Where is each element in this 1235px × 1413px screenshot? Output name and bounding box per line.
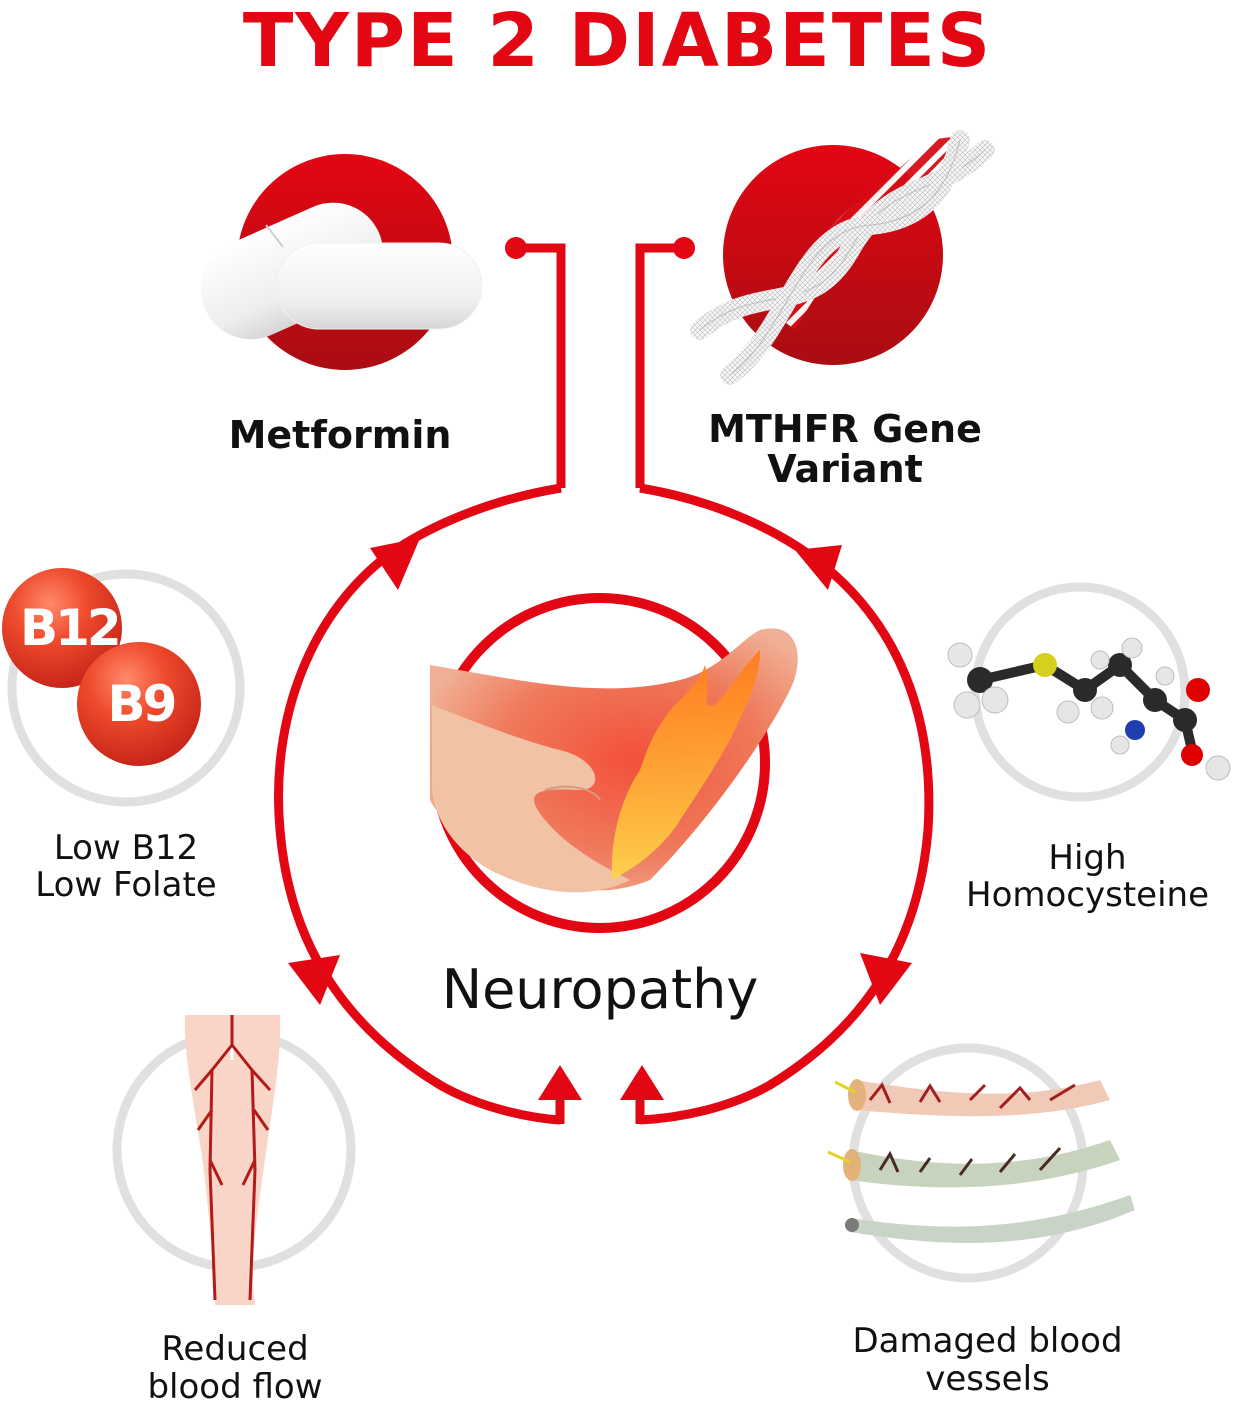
arrow-down-right-top: [795, 545, 842, 590]
pills-icon: [200, 154, 483, 370]
label-neuropathy: Neuropathy: [441, 958, 759, 1021]
arrow-up-right: [620, 1065, 664, 1100]
burning-foot-icon: [430, 593, 798, 933]
label-metformin: Metformin: [228, 413, 452, 457]
vitamin-b12-b9-icon: [2, 568, 245, 807]
label-damaged-blood-vessels: Damaged blood vessels: [852, 1321, 1123, 1400]
label-high-homocysteine: High Homocysteine: [966, 838, 1209, 915]
b9-badge: B9: [107, 675, 178, 733]
label-mthfr-gene-variant: MTHFR Gene Variant: [708, 407, 982, 491]
b12-badge: B12: [20, 599, 122, 657]
dna-icon: [690, 130, 995, 385]
connector-mthfr: [635, 237, 813, 559]
page-title: TYPE 2 DIABETES: [242, 0, 993, 84]
outer-cycle: [273, 538, 934, 1125]
arrow-down-right-bottom: [860, 953, 912, 1005]
leg-arteries-icon: [112, 1015, 356, 1305]
label-low-b12-folate: Low B12 Low Folate: [35, 828, 217, 906]
molecule-icon: [947, 582, 1231, 802]
label-reduced-blood-flow: Reduced blood flow: [147, 1329, 323, 1408]
arrow-up-left: [538, 1065, 582, 1100]
blood-vessels-icon: [827, 1043, 1135, 1283]
arrow-down-left-top: [370, 538, 420, 590]
arrow-down-left-bottom: [288, 955, 340, 1005]
